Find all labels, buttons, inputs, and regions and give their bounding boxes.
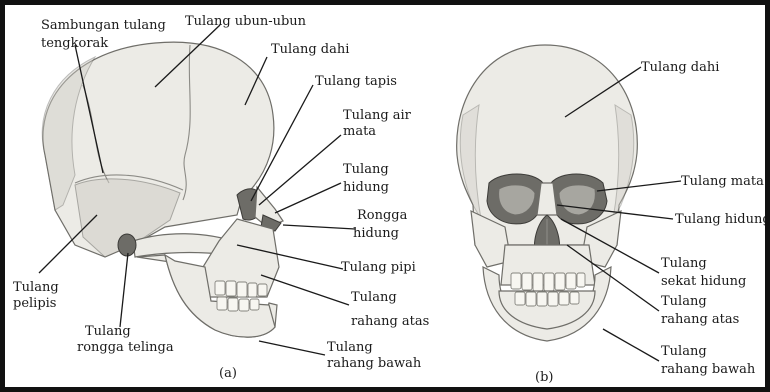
label-air-mata-2: mata [343, 124, 376, 139]
label-dahi-side: Tulang dahi [271, 42, 349, 57]
label-mata: Tulang mata [681, 174, 764, 189]
caption-a: (a) [219, 366, 237, 381]
label-rahang-atas-front-2: rahang atas [661, 312, 739, 327]
front-nasal-bridge [537, 183, 557, 215]
label-sambungan-2: tengkorak [41, 36, 108, 51]
label-sambungan-1: Sambungan tulang [41, 18, 166, 33]
label-hidung-side-2: hidung [343, 180, 389, 195]
side-ear-hole [118, 234, 136, 256]
label-rahang-atas-side-2: rahang atas [351, 314, 429, 329]
label-pelipis-1: Tulang [13, 280, 59, 295]
label-rongga-telinga-1: Tulang [85, 324, 131, 339]
label-rahang-atas-side-1: Tulang [351, 290, 397, 305]
label-rongga-telinga-2: rongga telinga [77, 340, 174, 355]
label-ubun-ubun: Tulang ubun-ubun [185, 14, 307, 29]
label-rongga-hidung-2: hidung [353, 226, 399, 241]
label-rahang-bawah-side-1: Tulang [327, 340, 373, 355]
side-skull-illustration [42, 42, 283, 337]
label-pelipis-2: pelipis [13, 296, 56, 311]
skull-diagram: Sambungan tulang tengkorak Tulang ubun-u… [5, 5, 765, 387]
label-rahang-atas-front-1: Tulang [661, 294, 707, 309]
label-pipi: Tulang pipi [341, 260, 416, 275]
front-skull-illustration [457, 45, 638, 341]
label-hidung-side-1: Tulang [343, 162, 389, 177]
side-lower-teeth [217, 297, 259, 311]
label-air-mata-1: Tulang air [343, 108, 412, 123]
label-rongga-hidung-1: Rongga [357, 208, 408, 223]
front-upper-teeth [511, 273, 585, 291]
caption-b: (b) [535, 370, 553, 385]
label-hidung-front: Tulang hidung [675, 212, 765, 227]
label-rahang-bawah-front-1: Tulang [661, 344, 707, 359]
label-tapis: Tulang tapis [315, 74, 397, 89]
label-sekat-hidung-1: Tulang [661, 256, 707, 271]
label-sekat-hidung-2: sekat hidung [661, 274, 746, 289]
label-dahi-front: Tulang dahi [641, 60, 719, 75]
label-rahang-bawah-side-2: rahang bawah [327, 356, 422, 371]
label-rahang-bawah-front-2: rahang bawah [661, 362, 756, 377]
